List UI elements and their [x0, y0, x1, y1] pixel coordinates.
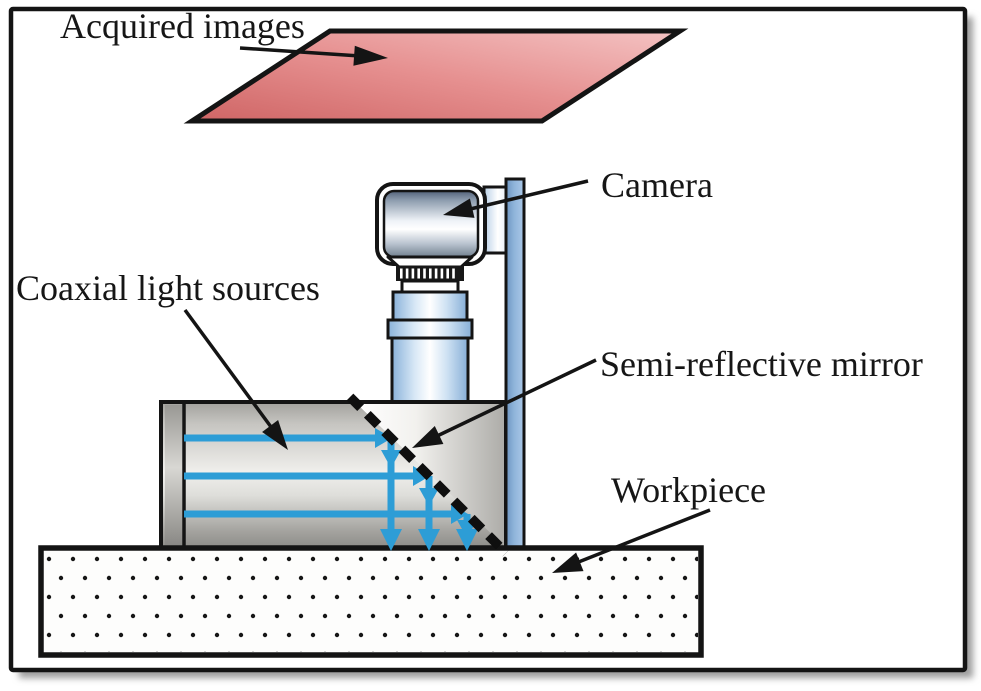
light-ray-arrowhead	[381, 450, 401, 468]
light-ray-arrowhead	[375, 428, 392, 448]
camera-stand-post	[504, 177, 526, 550]
label-camera: Camera	[601, 165, 713, 205]
light-ray-arrowhead	[419, 488, 439, 506]
leader-arrow-coaxial-light	[183, 308, 288, 450]
semi-reflective-mirror-line	[346, 393, 510, 557]
lens-barrel	[386, 290, 474, 405]
light-ray-arrowhead	[418, 529, 440, 551]
light-ray-arrowhead	[380, 529, 402, 551]
light-ray-arrowhead	[413, 466, 430, 486]
light-rays	[184, 428, 478, 551]
lens-neck	[386, 255, 474, 269]
leader-arrow-workpiece	[552, 508, 711, 573]
lens-step	[400, 279, 460, 294]
label-semi-reflective-mirror: Semi-reflective mirror	[600, 344, 923, 384]
leader-arrow-acquired-images	[239, 45, 388, 66]
label-acquired-images: Acquired images	[60, 6, 305, 46]
leader-arrow-mirror	[412, 358, 597, 448]
camera-mount-bracket	[482, 185, 509, 255]
camera-body	[375, 182, 487, 266]
lens-knurled-ring	[396, 266, 464, 281]
leader-arrow-camera	[443, 179, 589, 218]
workpiece-block	[38, 545, 704, 658]
light-source-panel	[165, 405, 182, 545]
label-workpiece: Workpiece	[611, 470, 767, 510]
leader-arrows	[183, 45, 711, 573]
light-ray-arrowhead	[456, 529, 478, 551]
label-coaxial-light-sources: Coaxial light sources	[16, 268, 320, 308]
camera-assembly	[375, 182, 509, 405]
light-ray-arrowhead	[451, 504, 468, 524]
